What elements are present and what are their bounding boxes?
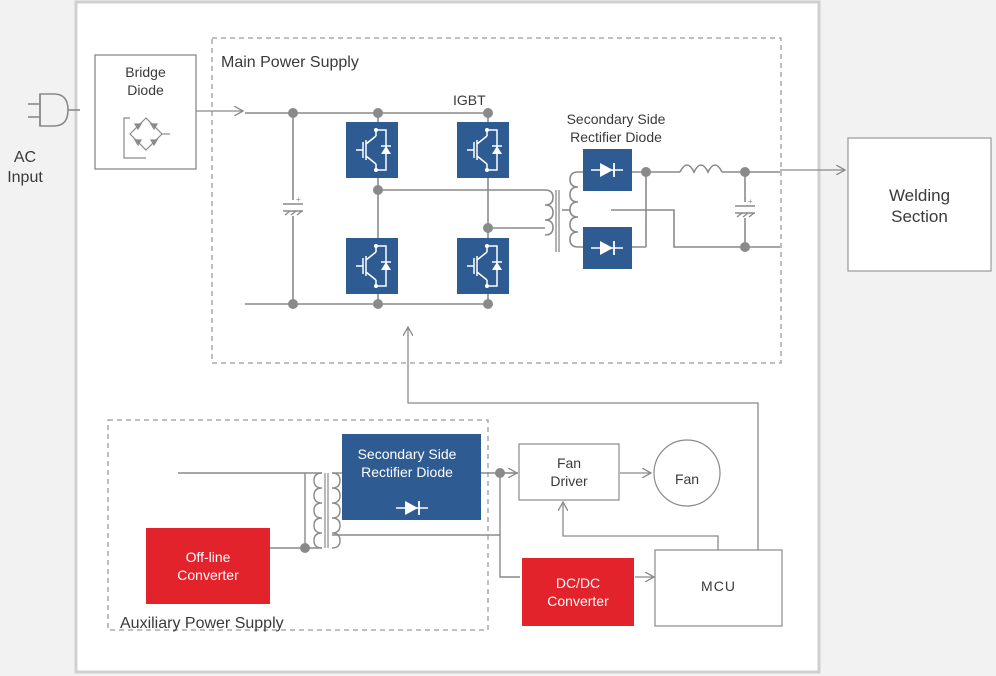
svg-text:+: +	[296, 195, 301, 204]
fan-driver-label: Fan Driver	[550, 455, 588, 489]
dcdc-converter-box	[522, 558, 634, 626]
plug-icon	[28, 93, 80, 127]
welding-section-label: Welding Section	[888, 186, 951, 227]
main-rectifier-diode-bottom	[583, 227, 632, 269]
bridge-rectifier-icon	[123, 117, 170, 159]
svg-text:+: +	[748, 197, 753, 206]
junction-nodes	[288, 108, 750, 553]
mcu-feedback-arrow	[408, 327, 759, 550]
dcdc-converter-label: DC/DC Converter	[547, 575, 609, 609]
main-rectifier-diode-top	[583, 149, 632, 191]
auxiliary-power-supply-region	[107, 419, 489, 631]
igbt-top-right	[457, 122, 509, 178]
main-power-supply-title: Main Power Supply	[221, 54, 359, 71]
ac-input-label: AC Input	[7, 149, 43, 186]
input-capacitor-icon: +	[283, 195, 303, 216]
welding-section-box	[847, 137, 992, 272]
mcu-label: MCU	[701, 578, 736, 594]
output-capacitor-icon: +	[735, 197, 755, 218]
igbt-bottom-right	[457, 238, 509, 294]
fan-driver-box	[518, 443, 620, 501]
aux-rectifier-label: Secondary Side Rectifier Diode	[357, 446, 457, 480]
offline-converter-label: Off-line Converter	[177, 549, 239, 583]
bridge-diode-label: Bridge Diode	[125, 64, 166, 98]
fan-label: Fan	[674, 471, 700, 487]
offline-converter-box	[146, 528, 270, 604]
aux-wiring	[178, 472, 520, 578]
igbt-top-left	[346, 122, 398, 178]
main-rectifier-label: Secondary Side Rectifier Diode	[566, 111, 666, 145]
mcu-box	[654, 549, 783, 627]
mcu-to-fan-driver-arrow	[563, 502, 719, 550]
aux-rectifier-diode	[342, 434, 481, 520]
igbt-bottom-left	[346, 238, 398, 294]
auxiliary-power-supply-title: Auxiliary Power Supply	[120, 615, 284, 632]
igbt-label: IGBT	[453, 92, 486, 108]
fan-circle	[653, 439, 721, 507]
main-power-supply-region	[211, 37, 782, 364]
